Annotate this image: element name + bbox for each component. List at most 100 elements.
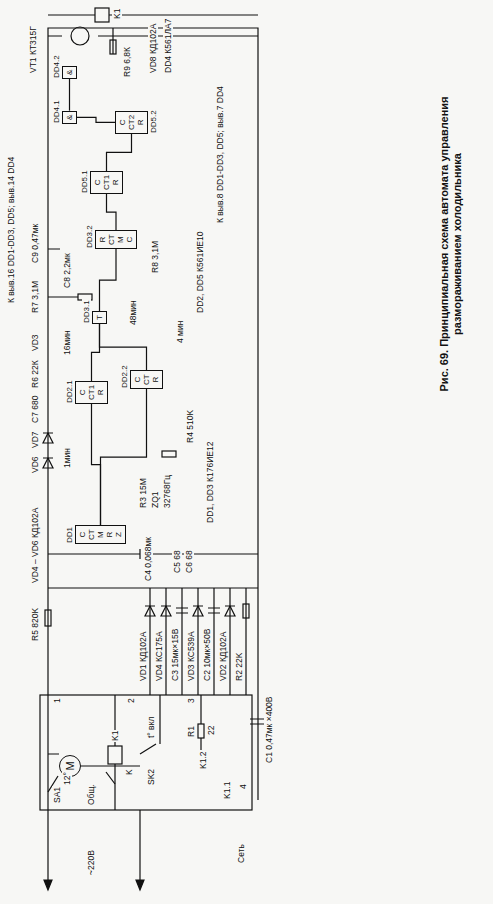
pin-function: R [136, 120, 145, 126]
schematic-stroke [193, 606, 203, 616]
component-label: DD2, DD5 К561ИЕ10 [195, 231, 205, 314]
relay-coil [108, 746, 122, 764]
component-label: ~220В [86, 849, 96, 876]
component-label: 2 [126, 697, 136, 704]
pin-function: R [98, 237, 107, 243]
ic-designator: DD3.1 [82, 299, 91, 324]
schematic-stroke [110, 40, 116, 54]
ic-designator: DD2.2 [120, 364, 129, 389]
component-label: R4 510K [185, 409, 195, 444]
schematic-stroke [114, 695, 115, 810]
schematic-stroke [161, 606, 171, 616]
component-label: VD4 – VD6 КД102А [30, 507, 40, 584]
ic-designator: DD3.2 [85, 224, 94, 249]
ic-block: DD4.1& [62, 111, 77, 124]
crystal-symbol [162, 451, 176, 457]
component-label: 4 [238, 783, 248, 790]
component-label: K1.2 [198, 751, 208, 771]
pin-function: C [78, 390, 87, 396]
schematic-stroke [48, 587, 258, 588]
ic-designator: DD5.2 [149, 109, 158, 134]
figure-caption: Рис. 69. Принципиальная схема автомата у… [438, 84, 464, 404]
signal-wire [92, 404, 101, 525]
component-label: C3 15мк×15В [170, 628, 180, 682]
component-label: R3 15М [138, 477, 148, 509]
ic-block: DD2.1CCT1R [75, 381, 108, 404]
component-label: R1 [186, 725, 196, 738]
motor-letter: M [64, 761, 76, 770]
pin-function: CT1 [102, 175, 111, 190]
schematic-stroke [225, 606, 235, 616]
pin-function: R [111, 180, 120, 186]
component-label: 16мин [62, 329, 72, 356]
component-label: VD2 КД102А [218, 631, 228, 682]
pin-function: CT [142, 374, 151, 385]
ic-block: DD5.1CCT1R [90, 171, 123, 194]
ic-designator: DD5.1 [80, 169, 89, 194]
pin-function: M [116, 236, 125, 243]
component-label: R9 6,8К [122, 46, 132, 78]
component-label: C6 68 [184, 549, 194, 574]
component-label: K1.1 [222, 781, 232, 801]
schematic-stroke [176, 608, 188, 613]
pin-function: R [151, 377, 160, 383]
schematic-stroke [150, 588, 246, 695]
component-label: VD4 КС175А [154, 630, 164, 682]
schematic-stroke [136, 880, 144, 890]
component-label: 4 мин [175, 320, 185, 344]
pin-function: C [93, 180, 102, 186]
ic-block: DD3.2RCTMC [95, 230, 137, 249]
schematic-stroke [48, 28, 258, 882]
component-label: VD8 КД102А [148, 23, 158, 74]
schematic-stroke [45, 610, 51, 626]
component-label: C7 680 [30, 395, 40, 424]
component-label: VT1 КТ315Г [28, 25, 38, 74]
component-label: C5 68 [172, 549, 182, 574]
schematic-stroke [208, 608, 220, 613]
component-label: DD4 К561ЛА7 [163, 18, 173, 74]
pin-function: CT1 [87, 385, 96, 400]
component-label: C9 0,47мк [30, 223, 40, 264]
pin-function: CT [87, 529, 96, 540]
component-label: Общ. [86, 783, 96, 806]
component-label: VD3 КС539А [186, 630, 196, 682]
component-label: C1 0,47мк ×400В [264, 695, 274, 764]
pin-function: CT2 [127, 115, 136, 130]
schematic-stroke [106, 772, 115, 784]
component-label: VD6 [30, 455, 40, 474]
signal-wire [100, 249, 117, 311]
component-label: R2 22K [234, 652, 244, 682]
schematic-stroke [139, 810, 140, 882]
component-label: C4 0,068мк [143, 536, 153, 582]
relay-coil [95, 8, 109, 22]
component-label: VD7 [30, 430, 40, 449]
component-label: SK2 [146, 768, 156, 786]
pin-function: Z [114, 532, 123, 537]
schematic-stroke [48, 553, 258, 554]
component-label: C2 10мк×50В [202, 628, 212, 682]
supply-arrow [44, 880, 144, 890]
component-label: 12° [62, 771, 72, 786]
ic-block: DD1CCTMRZ [75, 525, 126, 544]
pin-function: C [118, 120, 127, 126]
diode-symbol [43, 433, 235, 616]
schematic-stroke [43, 433, 53, 443]
component-label: 32768Гц [162, 474, 172, 509]
pin-function: & [65, 70, 74, 75]
schematic-stroke [43, 458, 53, 468]
pin-function: C [78, 532, 87, 538]
component-label: R8 3,1М [150, 240, 160, 274]
transistor-symbol [71, 27, 89, 45]
ic-block: DD3.1T [92, 311, 107, 324]
pin-function: CT [107, 234, 116, 245]
schematic-stroke [145, 606, 155, 616]
pin-function: & [65, 115, 74, 120]
wire [48, 15, 258, 882]
pin-function: C [133, 377, 142, 383]
schematic-stroke [243, 604, 249, 618]
ic-designator: DD2.1 [65, 379, 74, 404]
ic-designator: DD1 [65, 526, 74, 544]
signal-wire [69, 79, 70, 111]
signal-wire [107, 194, 117, 230]
component-label: 3 [186, 697, 196, 704]
